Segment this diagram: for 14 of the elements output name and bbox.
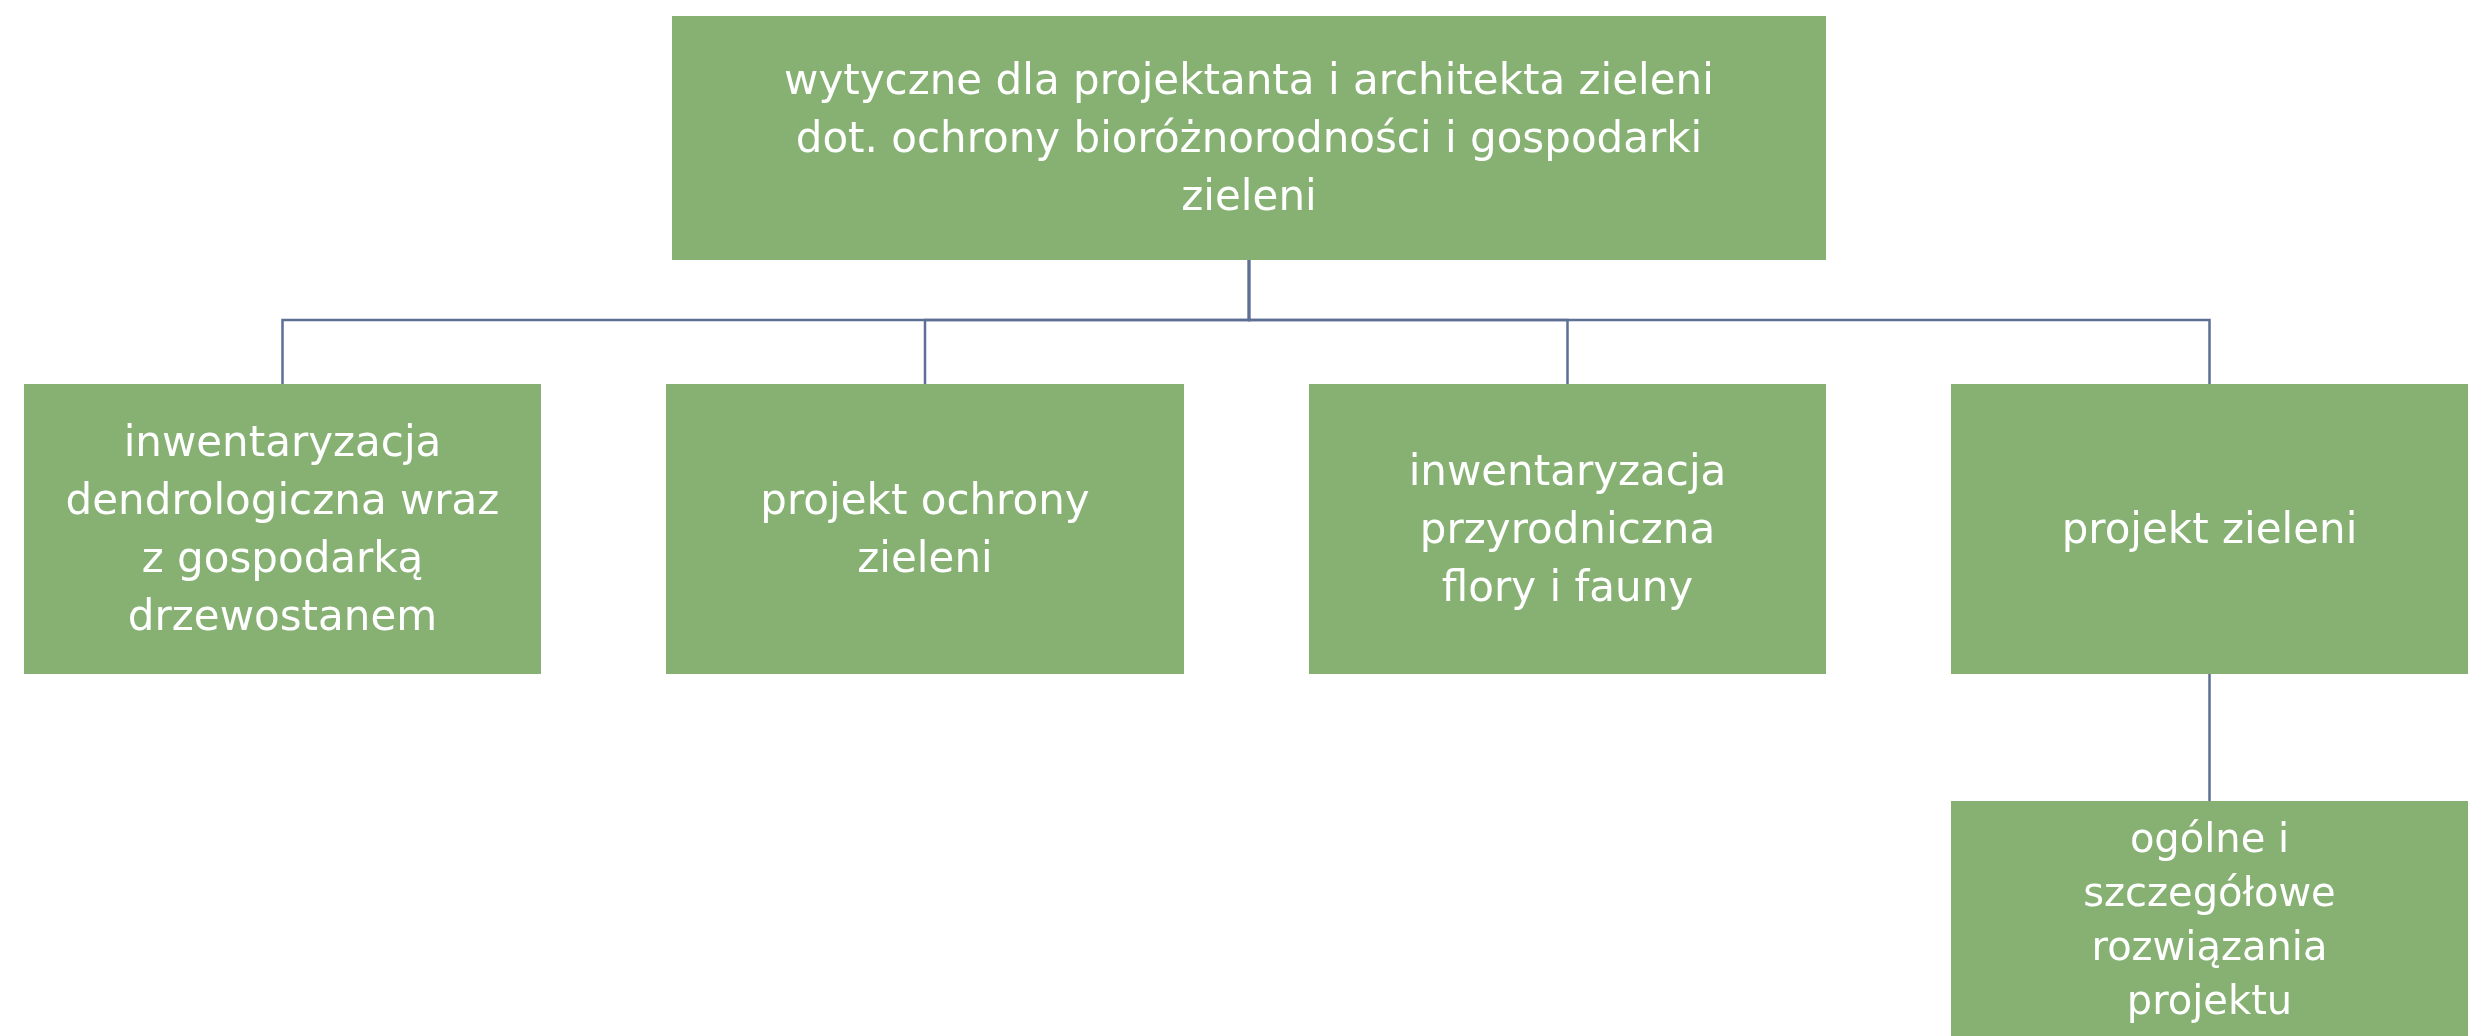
- process-box: [666, 384, 1184, 674]
- process-box: [1309, 384, 1826, 674]
- process-box: [1951, 384, 2468, 674]
- process-box: [1951, 801, 2468, 1036]
- connector-line: [1247, 260, 2211, 384]
- box-label: ogólne i szczegółowe rozwiązania projektu: [2082, 813, 2337, 1025]
- process-box: [672, 16, 1826, 260]
- box-label: inwentaryzacja przyrodniczna flory i fauny: [1407, 445, 1728, 613]
- box-label: projekt ochrony zieleni: [759, 474, 1091, 584]
- box-label: inwentaryzacja dendrologiczna wraz z gospodarką drzewostanem: [64, 416, 501, 642]
- process-box: [24, 384, 541, 674]
- box-label: wytyczne dla projektanta i architekta zieleni dot. ochrony bioróżnorodności i gospodarki zieleni: [783, 54, 1715, 222]
- connector-line: [2208, 674, 2211, 801]
- box-label: projekt zieleni: [2061, 503, 2358, 555]
